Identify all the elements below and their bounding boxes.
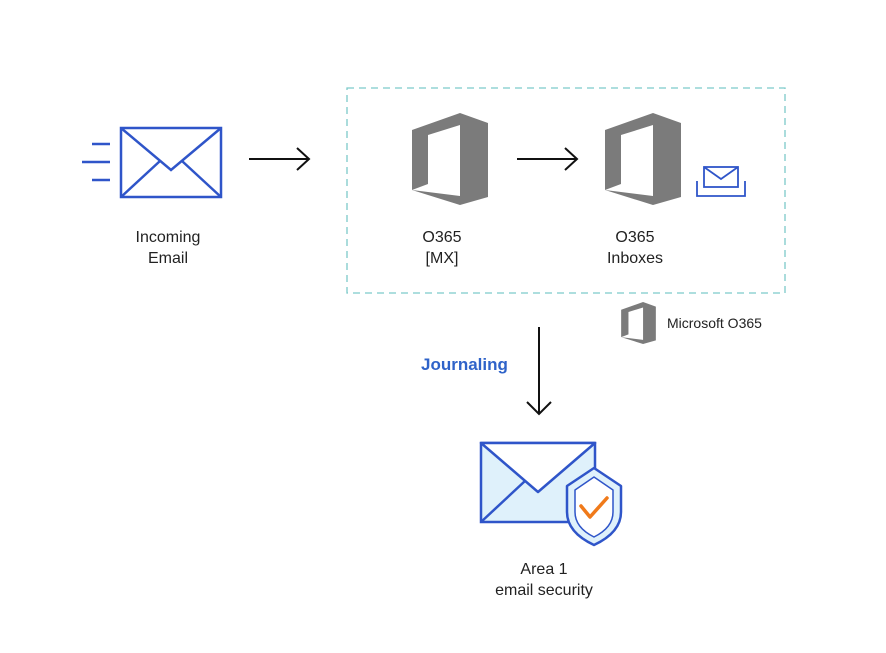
- incoming-email-label: Incoming Email: [110, 227, 226, 269]
- o365-inboxes-line1: O365: [615, 229, 655, 246]
- o365-mx-label: O365 [MX]: [392, 227, 492, 269]
- area1-line2: email security: [495, 582, 593, 599]
- arrow-right-icon: [249, 147, 311, 171]
- office-logo-icon: [621, 302, 656, 344]
- office-logo-icon: [605, 113, 681, 205]
- o365-inboxes-label: O365 Inboxes: [585, 227, 685, 269]
- journaling-label: Journaling: [421, 355, 508, 374]
- envelope-tray-icon: [696, 166, 746, 197]
- o365-mx-line1: O365: [422, 229, 462, 246]
- microsoft-o365-label: Microsoft O365: [667, 315, 762, 331]
- shield-check-envelope-icon: [479, 441, 623, 547]
- o365-inboxes-line2: Inboxes: [606, 250, 664, 267]
- area1-label: Area 1 email security: [474, 559, 614, 601]
- incoming-email-line2: Email: [147, 250, 188, 267]
- area1-line1: Area 1: [520, 561, 568, 578]
- arrow-down-icon: [526, 327, 552, 416]
- incoming-email-line1: Incoming: [135, 229, 201, 246]
- envelope-icon: [82, 126, 223, 199]
- office-logo-icon: [412, 113, 488, 205]
- o365-mx-line2: [MX]: [425, 250, 459, 267]
- arrow-right-icon: [517, 147, 579, 171]
